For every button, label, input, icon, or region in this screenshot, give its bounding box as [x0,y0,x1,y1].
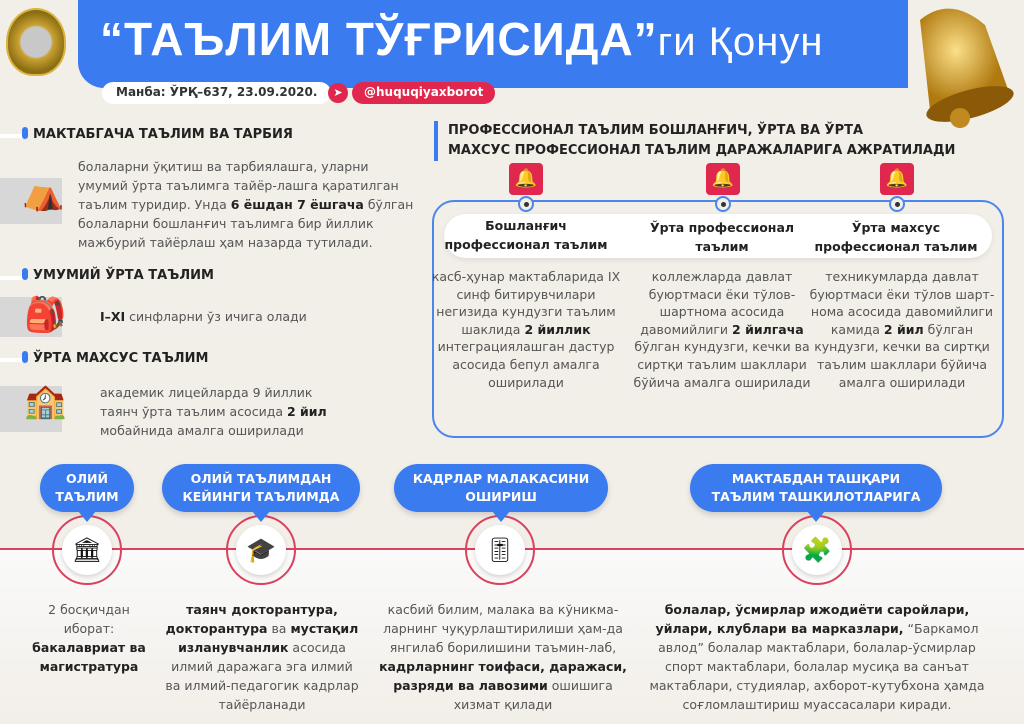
connector-dot [518,196,534,212]
university-icon: 🏛 [62,525,112,575]
puzzle-icon: 🧩 [792,525,842,575]
emblem-logo [6,8,66,76]
timeline-node: 🏛 [52,515,122,585]
divider [0,358,24,362]
timeline-label: МАКТАБДАН ТАШҚАРИ ТАЪЛИМ ТАШКИЛОТЛАРИГА [690,464,942,522]
page-title: “ТАЪЛИМ ТЎҒРИСИДА”ги Қонун [100,12,823,66]
column-text: коллежларда давлат буюртмаси ёки тўлов-ш… [633,269,811,390]
column-title: Ўрта профессионал таълим [649,220,795,254]
source-label: Манба: ЎРҚ–637, 23.09.2020. [102,82,332,104]
timeline-label: ОЛИЙ ТАЪЛИМ [40,464,134,522]
title-sub: ги Қонун [657,20,824,64]
playground-slide-icon: ⛺ [22,173,65,213]
divider [0,134,24,138]
column-text: техникумларда давлат буюртмаси ёки тўлов… [809,269,995,390]
column-text: касб-ҳунар мактабларида IX синф битирувч… [431,269,621,390]
timeline-label: ОЛИЙ ТАЪЛИМДАН КЕЙИНГИ ТАЪЛИМДА [162,464,360,522]
timeline-text: болалар, ўсмирлар ижодиёти саройлари, уй… [649,602,985,712]
heading-preschool: МАКТАБГАЧА ТАЪЛИМ ВА ТАРБИЯ [22,127,293,142]
gray-bar [0,386,62,432]
heading-special: ЎРТА МАХСУС ТАЪЛИМ [22,351,208,366]
graduation-cap-icon: 🎓 [236,525,286,575]
heading-general: УМУМИЙ ЎРТА ТАЪЛИМ [22,268,214,283]
general-text: I–XI синфларни ўз ичига олади [100,309,307,324]
special-text: академик лицейларда 9 йиллик таянч ўрта … [100,385,327,438]
column-title: Ўрта махсус профессионал таълим [814,220,978,254]
connector-dot [715,196,731,212]
preschool-text: болаларни ўқитиш ва тарбиялашга, уларни … [78,159,414,250]
timeline-text: таянч докторантура, докторантура ва муст… [165,602,359,712]
timeline-node: 🎚 [465,515,535,585]
sliders-icon: 🎚 [475,525,525,575]
backpack-icon: 🎒 [24,295,67,335]
gray-bar [0,297,62,337]
connector-dot [889,196,905,212]
telegram-handle-link[interactable]: @huquqiyaxborot [352,82,496,104]
bell-icon: 🔔 [880,163,914,195]
gray-bar [0,178,62,224]
timeline-node: 🧩 [782,515,852,585]
timeline-label: КАДРЛАР МАЛАКАСИНИ ОШИРИШ [394,464,608,522]
timeline-text: касбий билим, малака ва кўникма-ларнинг … [379,602,627,712]
professional-heading: ПРОФЕССИОНАЛ ТАЪЛИМ БОШЛАНҒИЧ, ЎРТА ВА Ў… [434,121,955,161]
title-banner [78,0,908,88]
bell-icon [920,8,1014,128]
divider [0,276,24,280]
bell-icon: 🔔 [509,163,543,195]
school-building-icon: 🏫 [24,381,67,421]
professional-header-pill [444,214,992,258]
telegram-icon[interactable]: ➤ [328,83,348,103]
title-main: “ТАЪЛИМ ТЎҒРИСИДА” [100,13,658,65]
timeline-node: 🎓 [226,515,296,585]
bell-icon: 🔔 [706,163,740,195]
timeline-text: 2 босқичдан иборат: бакалавриат ва магис… [32,602,146,674]
column-title: Бошланғич профессионал таълим [444,218,608,252]
